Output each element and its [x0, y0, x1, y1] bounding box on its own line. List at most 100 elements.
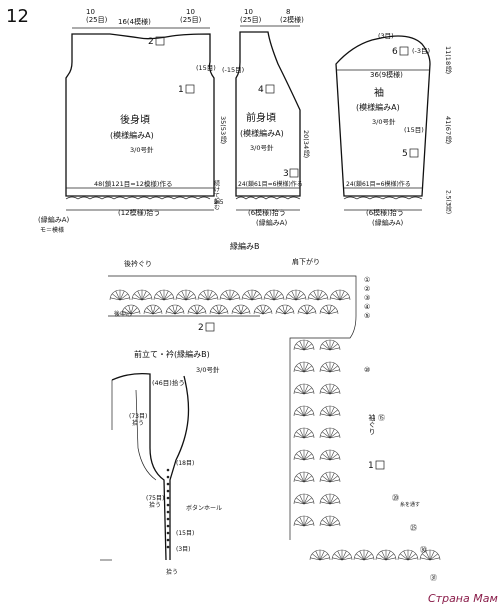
- collar-inner-line: [135, 389, 157, 481]
- chart-fan-motif: [241, 289, 263, 301]
- sleeve-piece-no: 6: [392, 47, 398, 57]
- buttonhole-dot: [166, 524, 170, 528]
- collar-buttonhole-dots: [166, 468, 170, 549]
- sleeve-piece-box2: [409, 148, 419, 158]
- buttonhole-dot: [166, 503, 170, 507]
- front-title: 前身頃: [246, 111, 276, 124]
- chart-fan-motif: [231, 304, 251, 315]
- chart-fan-motif: [419, 549, 441, 561]
- back-border-height: 2.5: [214, 199, 224, 206]
- chart-fan-motif: [331, 549, 353, 561]
- sleeve-hook: 3/0号針: [372, 117, 396, 126]
- back-mo-label: モ＝模様: [40, 226, 64, 234]
- chart-row-number: ①: [364, 276, 370, 284]
- front-outline: [235, 31, 301, 197]
- chart-fan-motif: [153, 289, 175, 301]
- sleeve-right-dim: 41(67段): [444, 116, 452, 144]
- chart-fan-motif: [319, 427, 341, 439]
- buttonhole-dot: [166, 545, 170, 549]
- chart-piece-1: 1: [368, 461, 374, 471]
- back-title: 後身頃: [120, 113, 150, 126]
- back-neck-box: [155, 36, 165, 46]
- chart-fan-motif: [307, 289, 329, 301]
- chart-fan-motif: [121, 304, 141, 315]
- back-top-left: 10(25目): [86, 8, 108, 24]
- back-hook: 3/0号針: [130, 145, 154, 154]
- buttonhole-dot: [166, 468, 170, 472]
- chart-fan-motif: [319, 383, 341, 395]
- collar-outline-right: [169, 375, 190, 560]
- chart-fan-motif: [375, 549, 397, 561]
- chart-fan-motif: [285, 289, 307, 301]
- sleeve-stitch: (模様編みA): [356, 102, 400, 112]
- sleeve-cap-width: 36(9模様): [370, 70, 403, 79]
- watermark: Страна Мам: [428, 592, 498, 605]
- chart-row-number: ③: [364, 294, 370, 302]
- chart-fan-motif: [293, 493, 315, 505]
- sleeve-piece: (3目) 6 (-3目) 36(9模様) 袖 (模様編みA) 3/0号針 (15…: [335, 32, 452, 227]
- front-right-dim: 20(34段): [302, 130, 310, 158]
- back-top-center: 16(4模様): [118, 17, 151, 26]
- chart-fan-motif: [293, 405, 315, 417]
- buttonhole-dot: [166, 517, 170, 521]
- chart-fan-motif: [319, 361, 341, 373]
- front-bottom-count: 24(鎖61目=6模様)作る: [238, 180, 303, 188]
- collar-hook: 3/0号針: [196, 365, 220, 374]
- pattern-number: 12: [6, 6, 29, 27]
- chart-start-label: 糸を通す: [400, 501, 420, 508]
- front-piece-no2: 3: [283, 169, 289, 179]
- collar-mark-3: (3目): [176, 546, 191, 553]
- chart-fan-motif: [319, 449, 341, 461]
- collar-bottom-label: 拾う: [166, 568, 178, 576]
- chart-row-number: ④: [364, 303, 370, 311]
- sleeve-piece-no2: 5: [402, 149, 408, 159]
- collar-edge-label: ボタンホール: [186, 504, 222, 512]
- chart-fan-motif: [253, 304, 273, 315]
- sleeve-cap-label: (-3目): [412, 47, 430, 55]
- chart-fan-motif: [293, 361, 315, 373]
- chart-row-number: ⑮: [378, 414, 385, 422]
- front-border-scallop: [235, 196, 301, 200]
- collar-label-73: (73目)拾う: [129, 413, 147, 427]
- back-piece-box: [185, 84, 195, 94]
- buttonhole-dot: [166, 531, 170, 535]
- chart-fan-motif: [175, 289, 197, 301]
- chart-fan-motif: [293, 471, 315, 483]
- chart-row-number: ②: [364, 285, 370, 293]
- front-piece: 10(25目) 8(2模様) (-15目) 4 前身頃 (模様編みA) 3/0号…: [222, 8, 310, 227]
- chart-fan-motif: [319, 493, 341, 505]
- buttonhole-dot: [166, 489, 170, 493]
- chart-piece-2-box: [205, 322, 215, 332]
- collar-top-dim: (46目)拾う: [152, 378, 185, 387]
- chart-shoulder-label: 肩下がり: [292, 257, 320, 266]
- chart-piece-2: 2: [198, 323, 204, 333]
- collar-label-75: (75目)拾う: [146, 495, 164, 509]
- chart-fan-motif: [109, 289, 131, 301]
- chart-row-number: ㉛: [430, 574, 437, 582]
- front-piece-box2: [289, 168, 299, 178]
- chart-fan-motif: [209, 304, 229, 315]
- buttonhole-dot: [166, 510, 170, 514]
- chart-fan-motif: [319, 405, 341, 417]
- chart-fan-motif: [293, 339, 315, 351]
- front-hook: 3/0号針: [250, 143, 274, 152]
- chart-row-number: ⑩: [364, 366, 370, 374]
- chart-fan-motif: [197, 289, 219, 301]
- back-border-scallop: [65, 196, 211, 200]
- front-stitch: (模様編みA): [240, 128, 284, 138]
- chart-fan-motif: [275, 304, 295, 315]
- back-outline: [65, 33, 215, 197]
- sleeve-border-scallop: [343, 196, 423, 200]
- front-border: (縁編みA): [256, 218, 288, 227]
- front-side-label: (-15目): [222, 66, 244, 74]
- back-piece-no: 1: [178, 85, 184, 95]
- front-top-right: 8(2模様): [280, 8, 304, 24]
- chart-fan-motif: [293, 383, 315, 395]
- chart-fan-motif: [165, 304, 185, 315]
- chart-neck-label: 後衿ぐり: [124, 259, 152, 268]
- chart-fan-motif: [309, 549, 331, 561]
- sleeve-bottom-count: 24(鎖61目=6模様)作る: [346, 180, 411, 188]
- chart-fan-motif: [293, 515, 315, 527]
